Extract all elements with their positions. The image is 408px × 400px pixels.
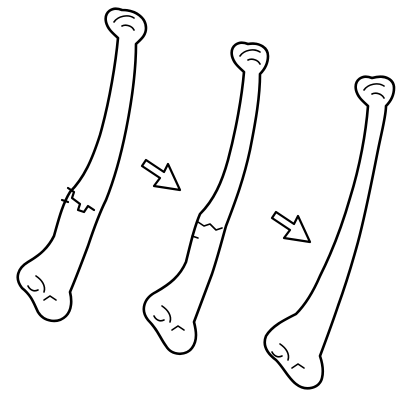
femur-healed-icon bbox=[265, 77, 394, 389]
femur-healing-icon bbox=[144, 43, 268, 354]
arrow-right-down-icon bbox=[272, 212, 310, 242]
arrow-right-down-icon bbox=[142, 160, 180, 190]
femur-fractured-icon bbox=[18, 9, 146, 321]
